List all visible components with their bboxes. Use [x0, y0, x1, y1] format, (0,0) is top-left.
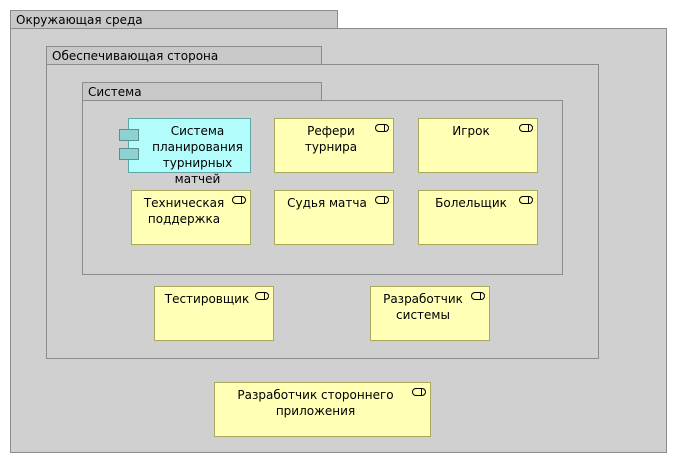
tech-support-actor[interactable]: Техническая поддержка	[131, 190, 251, 245]
tester-actor[interactable]: Тестировщик	[154, 286, 274, 341]
business-role-icon	[519, 196, 533, 204]
business-role-icon	[375, 124, 389, 132]
system-group-tab[interactable]: Система	[82, 82, 322, 101]
business-role-icon	[375, 196, 389, 204]
third-party-developer-label: Разработчик стороннего приложения	[237, 388, 394, 418]
fan-actor[interactable]: Болельщик	[418, 190, 538, 245]
tournament-referee-actor[interactable]: Рефери турнира	[274, 118, 394, 173]
fan-label: Болельщик	[435, 196, 507, 210]
tech-support-label: Техническая поддержка	[143, 196, 225, 226]
business-role-icon	[232, 196, 246, 204]
player-actor[interactable]: Игрок	[418, 118, 538, 173]
business-role-icon	[471, 292, 485, 300]
business-role-icon	[255, 292, 269, 300]
business-role-icon	[519, 124, 533, 132]
component-port-icon	[119, 129, 139, 141]
match-judge-actor[interactable]: Судья матча	[274, 190, 394, 245]
system-developer-label: Разработчик системы	[383, 292, 463, 322]
planning-system-label: Система планирования турнирных матчей	[152, 124, 243, 186]
component-port-icon	[119, 148, 139, 160]
player-label: Игрок	[452, 124, 490, 138]
environment-group-tab[interactable]: Окружающая среда	[10, 10, 338, 29]
planning-system-component[interactable]: Система планирования турнирных матчей	[119, 118, 251, 186]
system-developer-actor[interactable]: Разработчик системы	[370, 286, 490, 341]
third-party-developer-actor[interactable]: Разработчик стороннего приложения	[214, 382, 431, 437]
business-role-icon	[412, 388, 426, 396]
tournament-referee-label: Рефери турнира	[304, 124, 358, 154]
tester-label: Тестировщик	[164, 292, 250, 306]
supporting-side-group-tab[interactable]: Обеспечивающая сторона	[46, 46, 322, 65]
match-judge-label: Судья матча	[287, 196, 367, 210]
